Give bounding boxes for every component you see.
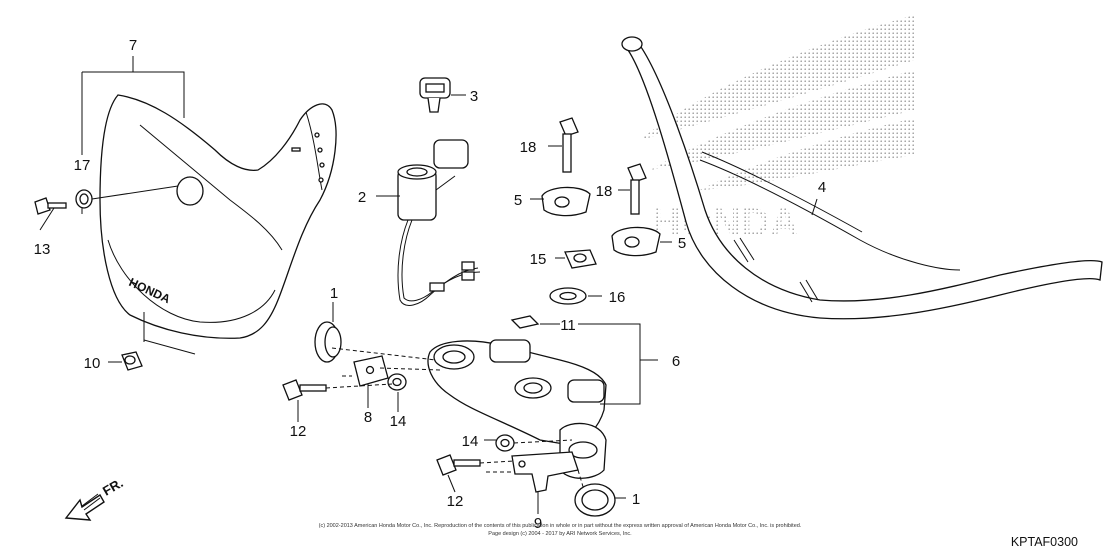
bolt-12a	[282, 379, 327, 401]
nut-14b	[495, 434, 515, 452]
stopper-11	[510, 315, 540, 329]
handlebar	[621, 36, 1103, 320]
copyright-line-1: (c) 2002-2013 American Honda Motor Co., …	[319, 523, 802, 529]
copyright-line-2: Page design (c) 2004 - 2017 by ARI Netwo…	[488, 531, 632, 537]
bolt-18b	[627, 163, 647, 215]
headlight-cover: HONDA	[99, 94, 337, 339]
cap-1a	[314, 321, 342, 363]
callout-12a: 12	[290, 423, 307, 440]
grommet-17	[75, 189, 93, 209]
callout-2: 2	[358, 189, 366, 206]
holder-5a	[541, 186, 591, 217]
nut-14a	[387, 373, 407, 391]
callout-4: 4	[818, 179, 826, 196]
holder-5b	[611, 226, 661, 257]
callout-13: 13	[34, 241, 51, 258]
cap-1b	[574, 483, 616, 517]
watermark-text: HONDA	[652, 201, 799, 245]
callout-16: 16	[609, 289, 626, 306]
callout-18a: 18	[520, 139, 537, 156]
callout-11: 11	[560, 317, 576, 334]
callout-7: 7	[129, 37, 137, 54]
callout-15: 15	[530, 251, 547, 268]
bolt-18a	[559, 117, 579, 173]
bracket-9	[511, 451, 579, 493]
callout-6: 6	[672, 353, 680, 370]
honda-wing-watermark: HONDA	[640, 15, 915, 245]
callout-3: 3	[470, 88, 478, 105]
ignition-switch	[397, 139, 481, 306]
callout-1b: 1	[632, 491, 640, 508]
callout-12b: 12	[447, 493, 464, 510]
callout-14b: 14	[462, 433, 479, 450]
front-arrow-label: FR.	[100, 475, 126, 498]
callout-1a: 1	[330, 285, 338, 302]
callout-8: 8	[364, 409, 372, 426]
washer-16	[549, 287, 587, 305]
bracket-8	[353, 355, 389, 387]
diagram-code: KPTAF0300	[1011, 535, 1078, 549]
bolt-13	[34, 197, 67, 215]
bolt-12b	[436, 454, 481, 476]
ignition-key	[419, 77, 451, 113]
callout-5a: 5	[514, 192, 522, 209]
nut-10	[121, 351, 143, 371]
callout-14a: 14	[390, 413, 407, 430]
front-arrow-icon: FR.	[64, 475, 126, 521]
callout-10: 10	[84, 355, 101, 372]
callout-17: 17	[74, 157, 91, 174]
callout-9: 9	[534, 515, 542, 532]
callout-5b: 5	[678, 235, 686, 252]
top-bridge	[427, 339, 607, 479]
nut-15	[564, 249, 597, 269]
callout-18b: 18	[596, 183, 613, 200]
